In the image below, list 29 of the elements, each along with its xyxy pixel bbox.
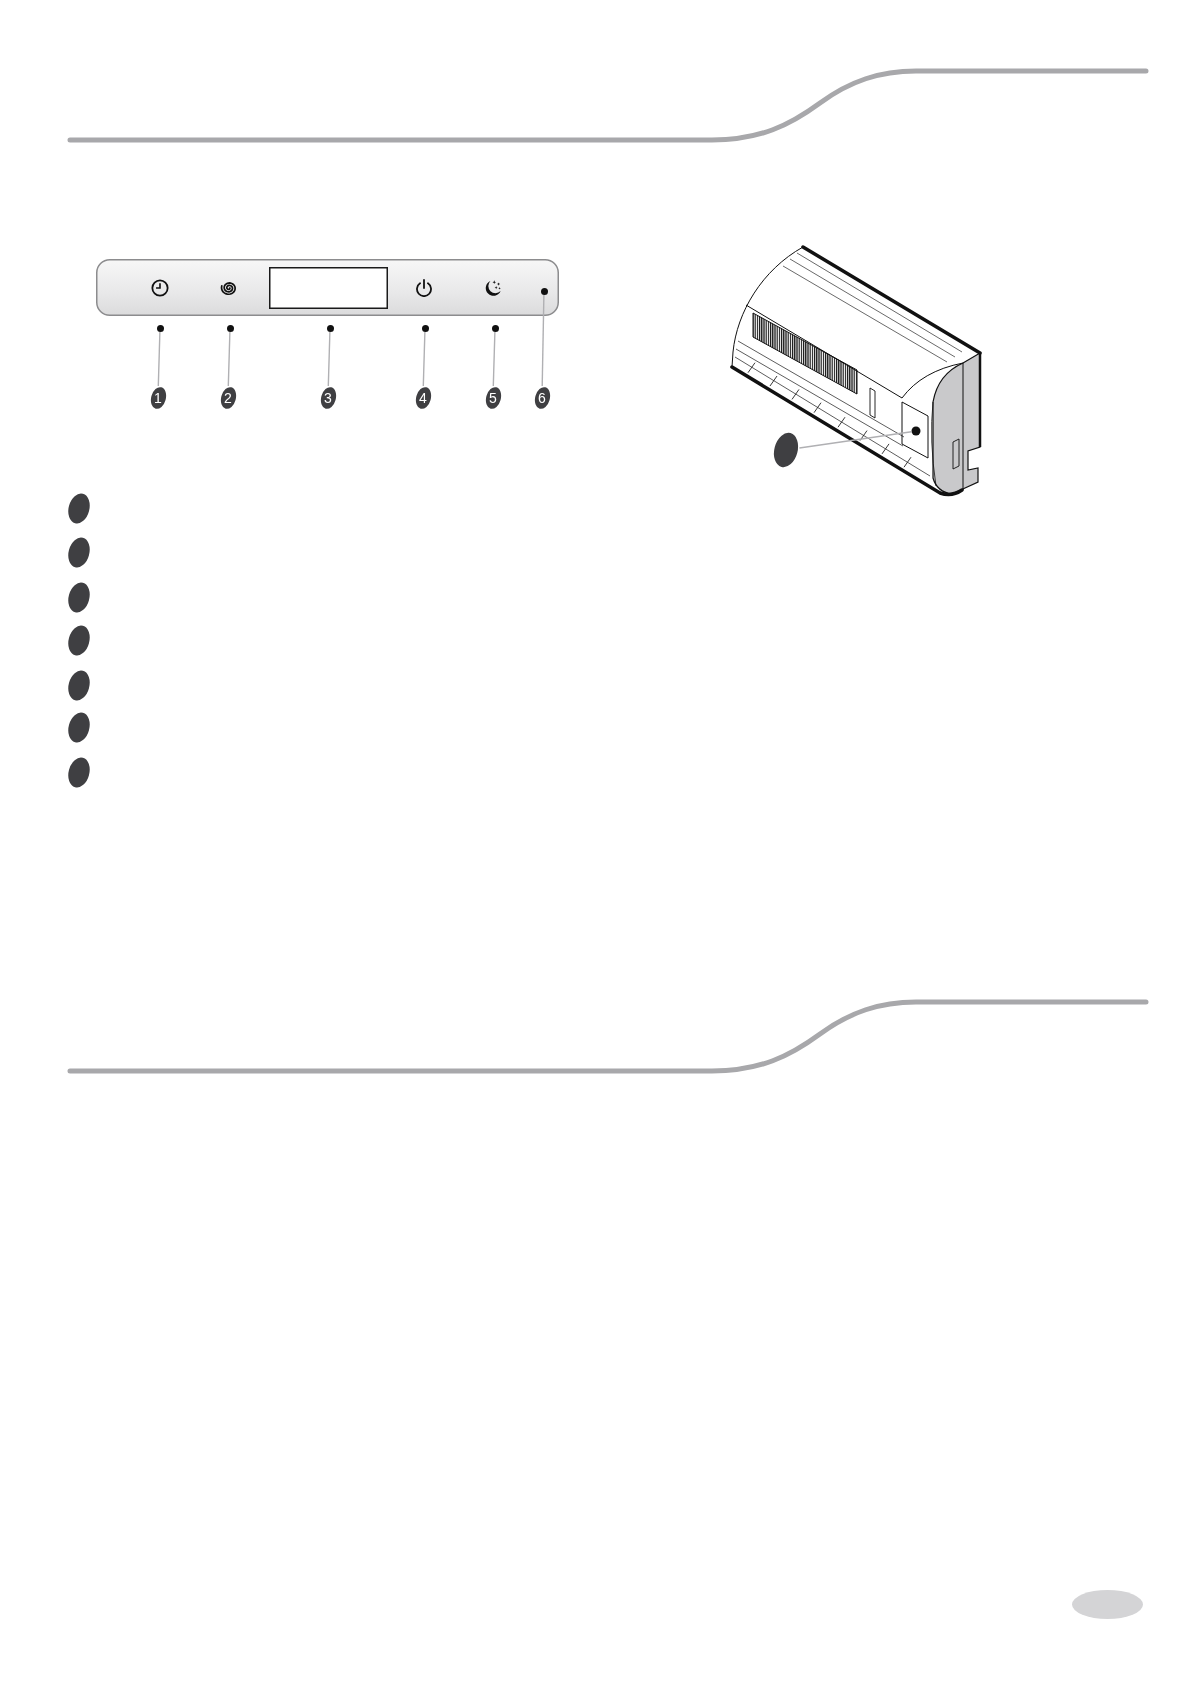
bullet-marker	[67, 710, 91, 744]
callout-number: 6	[533, 386, 551, 410]
bullet-marker	[67, 623, 91, 657]
callout-marker	[773, 432, 799, 468]
leader-dot	[911, 426, 921, 436]
leader-line	[157, 330, 161, 387]
callout-number: 1	[149, 386, 167, 410]
leader-dot	[326, 324, 334, 332]
leader-line	[327, 330, 331, 387]
bullet-marker	[67, 668, 91, 702]
leader-dot	[540, 287, 548, 295]
bullet-marker	[67, 580, 91, 614]
leader-dot	[156, 324, 164, 332]
callout-number: 3	[319, 386, 337, 410]
callout-number: 4	[414, 386, 432, 410]
bullet-marker	[67, 535, 91, 569]
bullet-marker	[67, 491, 91, 525]
leader-line	[541, 293, 545, 387]
leader-dot	[491, 324, 499, 332]
bullet-marker	[67, 755, 91, 789]
leader-line	[422, 330, 426, 387]
callout-number: 5	[484, 386, 502, 410]
callout-number: 2	[219, 386, 237, 410]
leader-line	[492, 330, 496, 387]
leader-dot	[421, 324, 429, 332]
leader-line	[798, 431, 913, 449]
leader-line	[227, 330, 231, 387]
leader-dot	[226, 324, 234, 332]
air-conditioner-illustration	[728, 244, 984, 498]
